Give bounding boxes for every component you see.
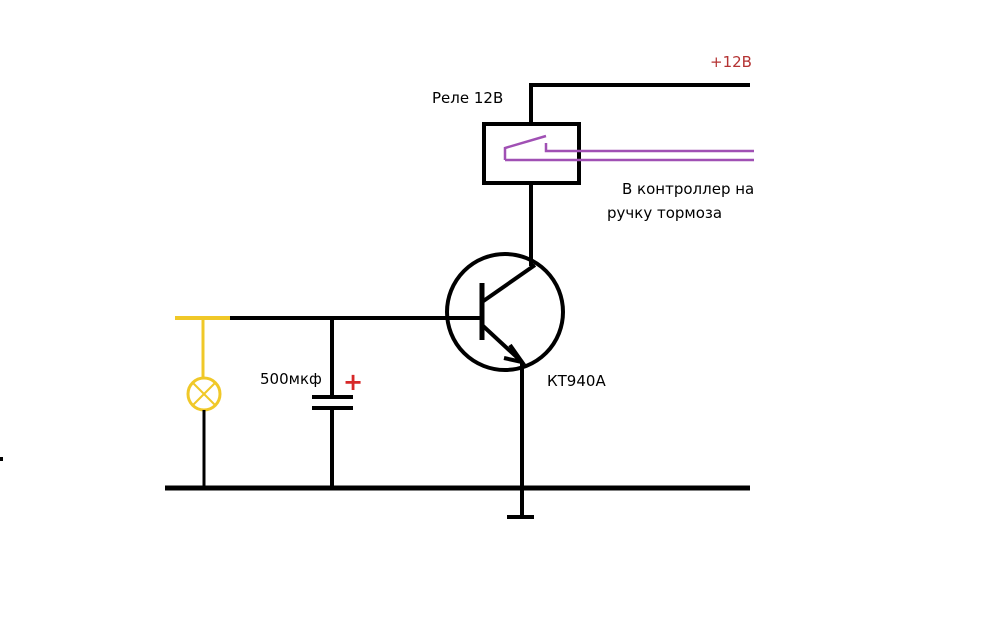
capacitor-label: 500мкф (260, 370, 322, 388)
stray-dot (0, 457, 3, 461)
capacitor-polarity-mark: + (343, 368, 363, 396)
capacitor (312, 318, 353, 488)
controller-label-line1: В контроллер на (622, 180, 754, 198)
relay-contact-arm (503, 134, 547, 160)
transistor (445, 252, 565, 372)
emitter-ground (507, 362, 534, 519)
transistor-label: КТ940А (547, 372, 606, 390)
supply-voltage-label: +12В (710, 53, 752, 71)
lamp (186, 318, 222, 488)
relay-body (482, 122, 581, 185)
controller-label-line2: ручку тормоза (607, 204, 722, 222)
transistor-collector-lead (480, 263, 537, 304)
relay-contact (503, 134, 754, 162)
relay (482, 122, 754, 185)
relay-label: Реле 12В (432, 89, 503, 107)
supply-rail (529, 83, 750, 124)
transistor-body (445, 252, 565, 372)
relay-output-wire-1 (544, 143, 754, 153)
